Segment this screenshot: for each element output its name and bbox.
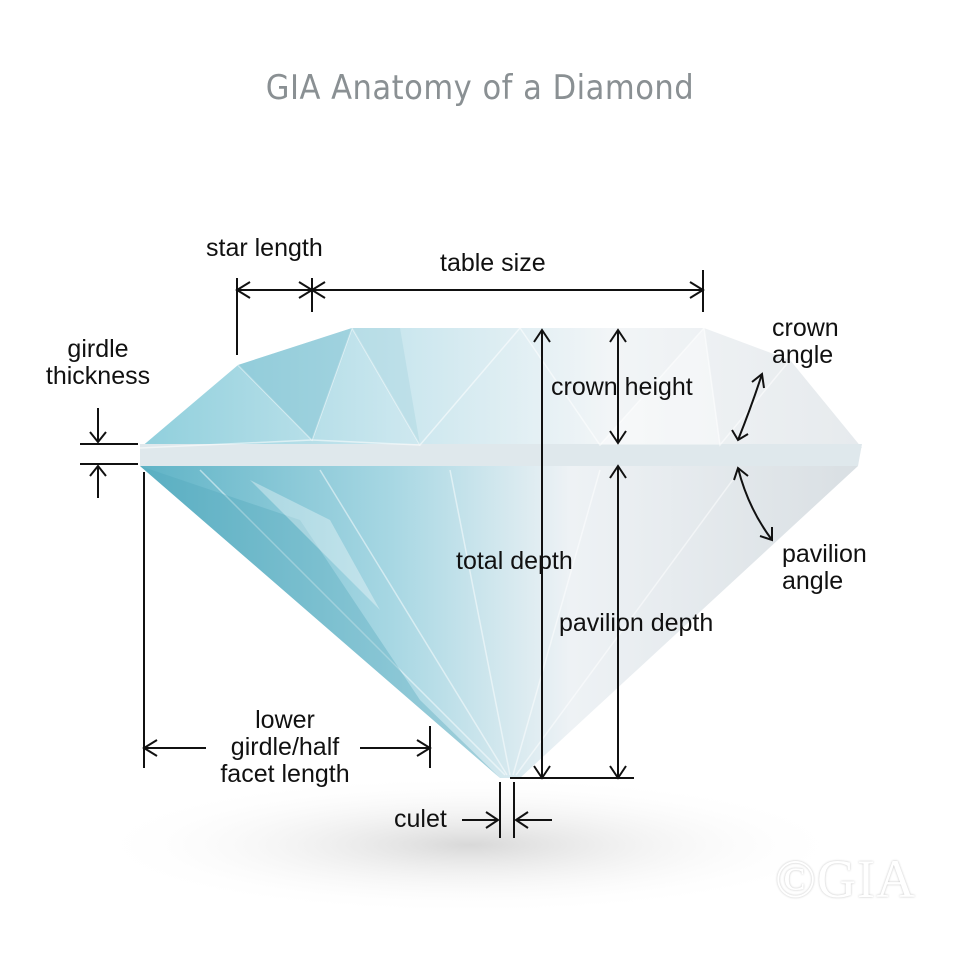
label-star-length: star length [206, 234, 323, 262]
label-pavilion-angle: pavilion angle [782, 540, 867, 595]
label-girdle-thickness: girdle thickness [45, 335, 151, 390]
label-pavilion-depth: pavilion depth [559, 609, 714, 637]
annotation-lines [80, 270, 773, 838]
label-total-depth: total depth [456, 547, 573, 575]
label-table-size: table size [440, 249, 546, 277]
page-title: GIA Anatomy of a Diamond [265, 68, 695, 108]
diamond-image [139, 327, 862, 778]
label-culet: culet [394, 805, 447, 833]
label-lower-girdle-half-facet-length: lower girdle/half facet length [220, 706, 350, 788]
label-crown-angle: crown angle [772, 314, 839, 369]
copyright-watermark: ©GIA [774, 849, 916, 909]
label-crown-height: crown height [551, 373, 693, 401]
diamond-shadow [90, 775, 850, 915]
